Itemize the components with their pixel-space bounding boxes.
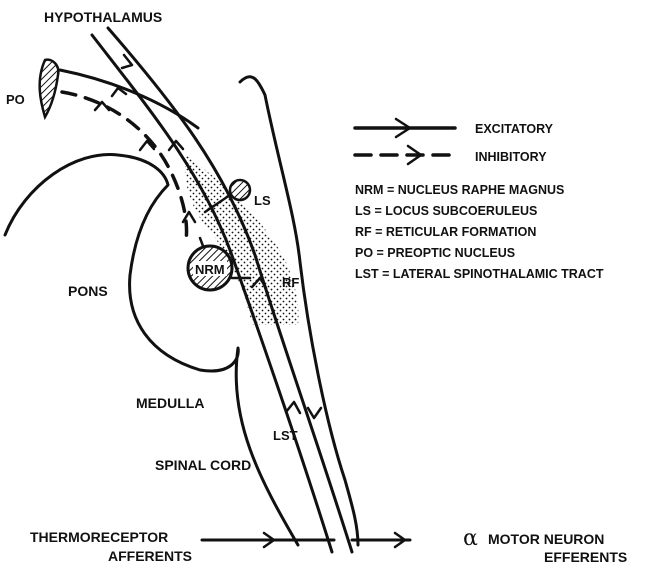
arrowhead bbox=[183, 212, 195, 222]
descending-tract bbox=[108, 28, 352, 552]
spinal-cord-label: SPINAL CORD bbox=[155, 457, 251, 473]
legend-inhibitory-label: INHIBITORY bbox=[475, 150, 547, 164]
medulla-label: MEDULLA bbox=[136, 395, 204, 411]
lst-label: LST bbox=[273, 428, 298, 443]
alpha-symbol: α bbox=[463, 526, 478, 551]
po-label: PO bbox=[6, 92, 25, 107]
abbreviation-rf: RF = RETICULAR FORMATION bbox=[355, 225, 536, 239]
ls-label: LS bbox=[254, 193, 271, 208]
hypothalamus-label: HYPOTHALAMUS bbox=[44, 9, 162, 25]
brainstem-outline-left bbox=[5, 155, 298, 545]
abbreviation-nrm: NRM = NUCLEUS RAPHE MAGNUS bbox=[355, 183, 564, 197]
thermoreceptor-label: THERMORECEPTOR bbox=[30, 529, 168, 545]
nrm-connection-up bbox=[200, 238, 203, 246]
arrowhead bbox=[286, 402, 300, 413]
legend: EXCITATORY INHIBITORY bbox=[355, 119, 554, 164]
inhibitory-pathway bbox=[62, 92, 187, 240]
abbreviation-key: NRM = NUCLEUS RAPHE MAGNUS LS = LOCUS SU… bbox=[355, 183, 604, 281]
po-nucleus bbox=[40, 60, 59, 117]
legend-excitatory-label: EXCITATORY bbox=[475, 122, 554, 136]
rf-label: RF bbox=[282, 275, 299, 290]
pons-label: PONS bbox=[68, 283, 108, 299]
abbreviation-lst: LST = LATERAL SPINOTHALAMIC TRACT bbox=[355, 267, 604, 281]
nrm-label: NRM bbox=[195, 262, 225, 277]
abbreviation-po: PO = PREOPTIC NUCLEUS bbox=[355, 246, 515, 260]
abbreviation-ls: LS = LOCUS SUBCOERULEUS bbox=[355, 204, 537, 218]
arrowhead bbox=[122, 55, 132, 68]
ls-nucleus bbox=[230, 180, 250, 200]
arrowhead bbox=[308, 408, 321, 418]
motor-neuron-label: MOTOR NEURON bbox=[488, 531, 604, 547]
efferents-label: EFFERENTS bbox=[544, 549, 627, 565]
afferents-label: AFFERENTS bbox=[108, 548, 192, 564]
